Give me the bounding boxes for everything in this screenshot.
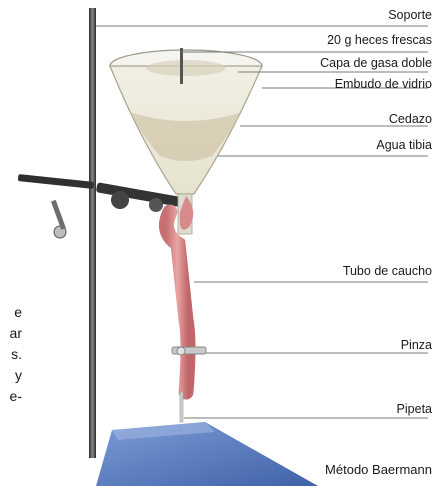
label-cedazo: Cedazo: [389, 112, 432, 126]
side-text-fragment: y: [0, 365, 22, 386]
label-agua: Agua tibia: [376, 138, 432, 152]
label-gasa: Capa de gasa doble: [320, 56, 432, 70]
side-text-fragment: ar: [0, 323, 22, 344]
side-text-fragment: e: [0, 302, 22, 323]
pinch-clamp: [172, 347, 206, 355]
figure-caption: Método Baermann: [325, 462, 432, 477]
label-heces: 20 g heces frescas: [327, 33, 432, 47]
label-pipeta: Pipeta: [397, 402, 432, 416]
label-embudo: Embudo de vidrio: [335, 77, 432, 91]
label-pinza: Pinza: [401, 338, 432, 352]
side-text-fragment: s.: [0, 344, 22, 365]
pipette: [180, 392, 183, 422]
stand-base: [96, 422, 318, 486]
stand-rod: [89, 8, 96, 458]
label-soporte: Soporte: [388, 8, 432, 22]
side-text-fragment: e-: [0, 386, 22, 407]
label-tubo: Tubo de caucho: [343, 264, 432, 278]
